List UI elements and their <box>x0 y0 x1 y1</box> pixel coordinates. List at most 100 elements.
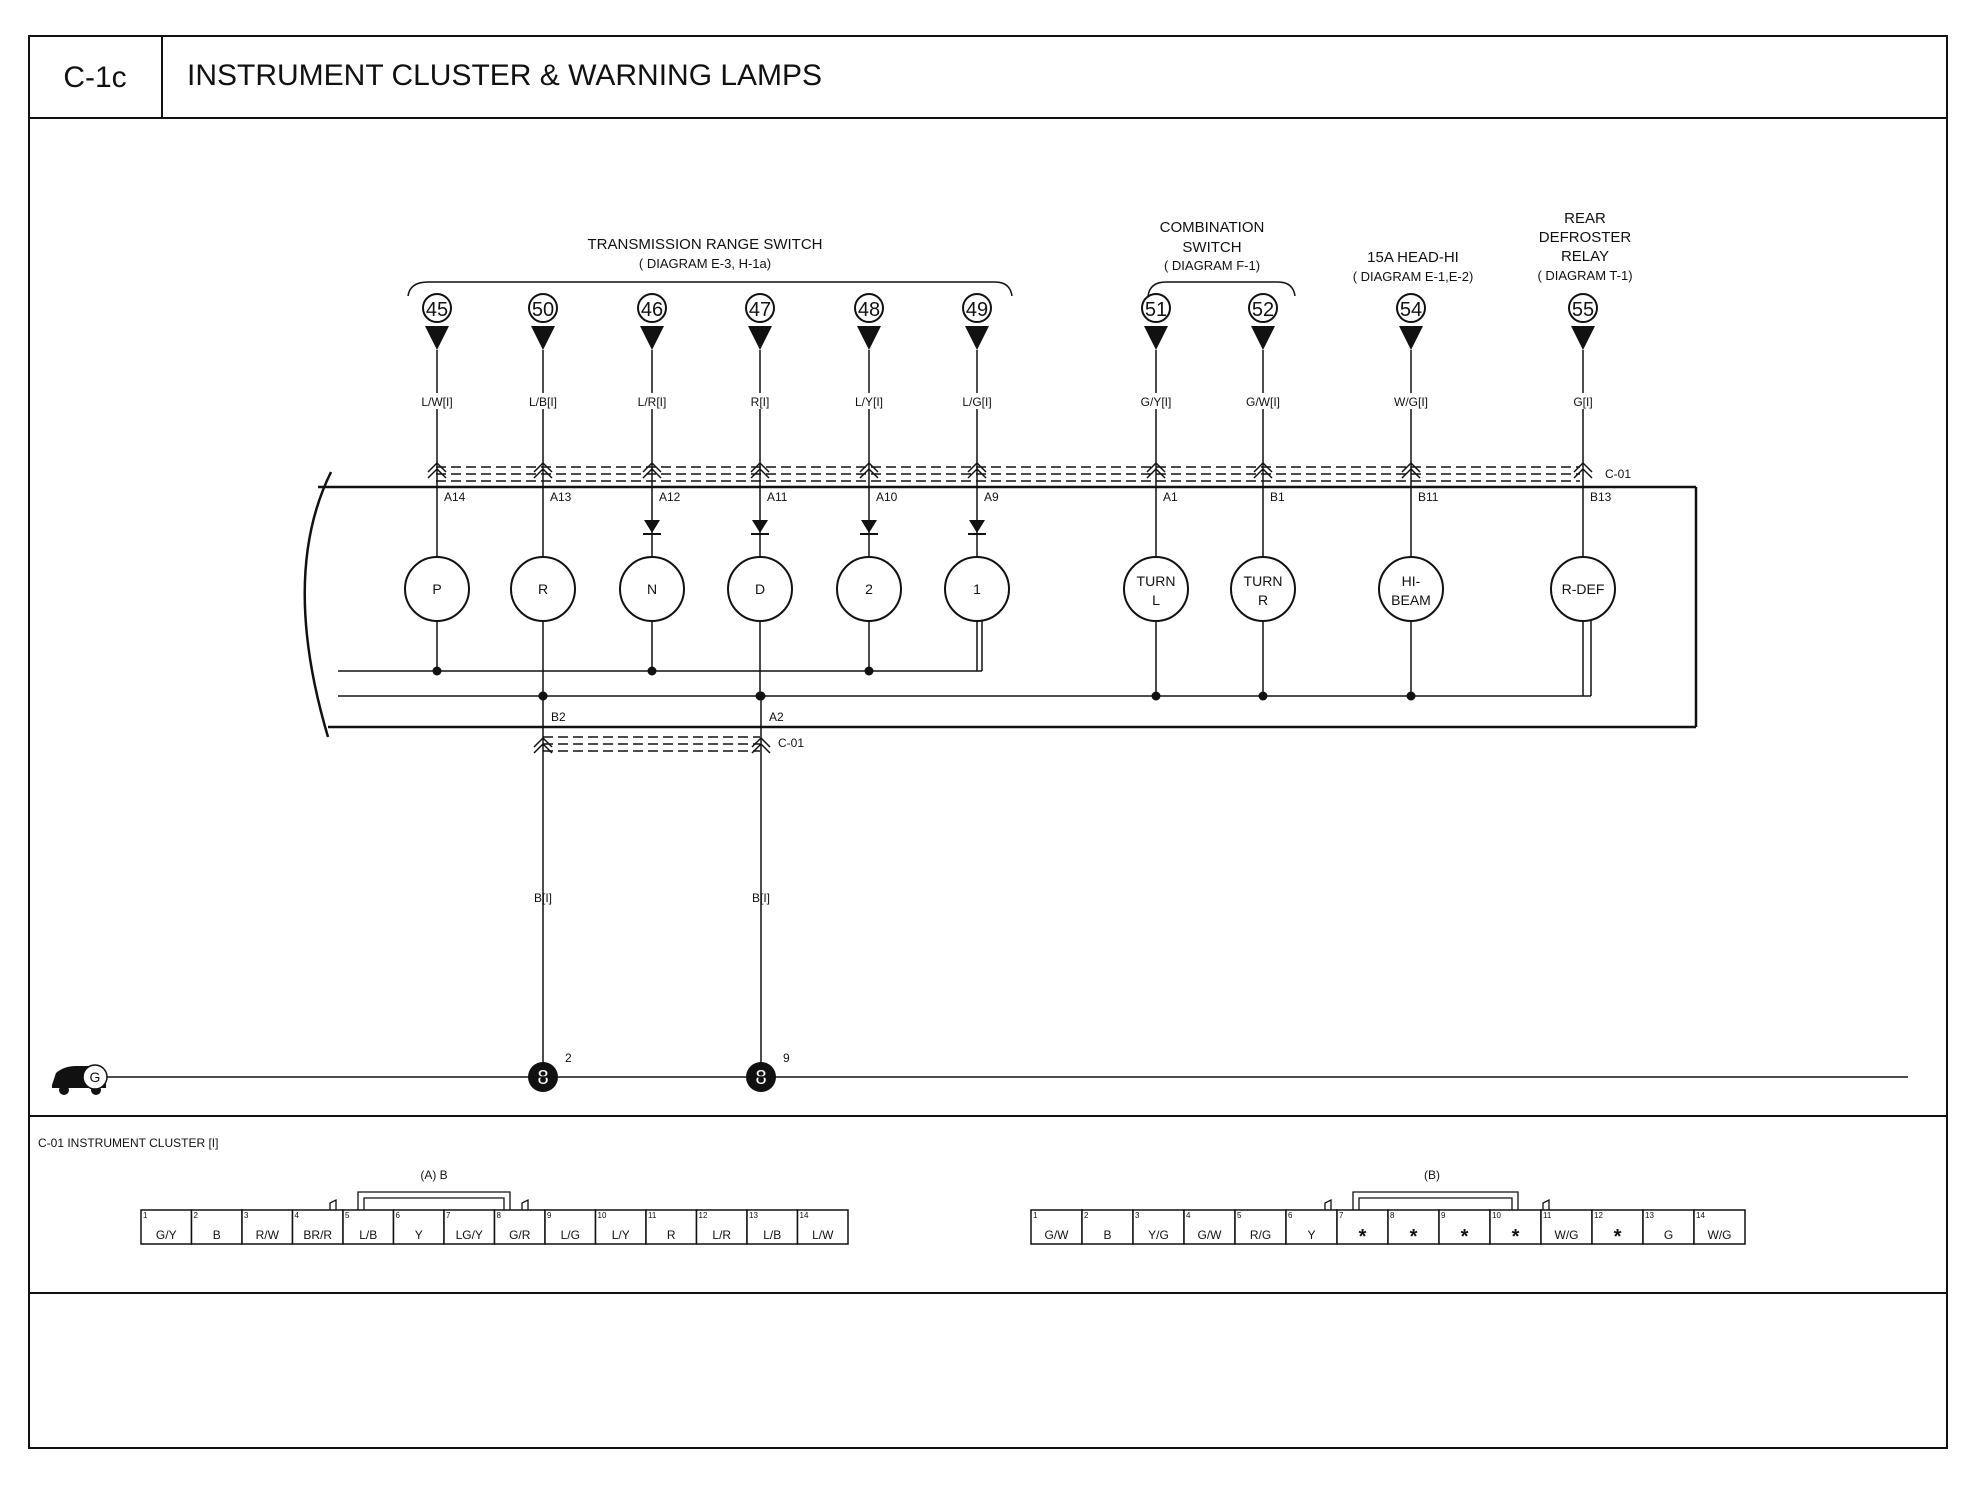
circuit-number-circle <box>1568 293 1598 323</box>
circuit-49: 49L/G[I]A91 <box>944 293 1010 671</box>
combo-title-line2: SWITCH <box>1182 239 1241 256</box>
connector-pin-label: B11 <box>1418 490 1439 504</box>
connector-c01-top-label: C-01 <box>1605 467 1631 481</box>
connector-cell-index: 3 <box>244 1211 249 1220</box>
connector-pin-label: B1 <box>1270 490 1285 504</box>
connector-chevron-icon <box>859 461 879 479</box>
circuit-number: 55 <box>1572 299 1594 321</box>
connector-chevron-icon <box>533 736 553 754</box>
junction-dot <box>647 666 657 676</box>
rear-title-line2: DEFROSTER <box>1539 229 1632 246</box>
rear-diagram-ref: ( DIAGRAM T-1) <box>1537 268 1632 283</box>
signal-arrow-icon <box>425 326 449 350</box>
connector-cell: 6Y <box>1285 1209 1338 1245</box>
connector-cell: 10L/Y <box>594 1209 647 1245</box>
connector-cell-box <box>1438 1209 1491 1245</box>
connector-section-title: C-01 INSTRUMENT CLUSTER [I] <box>38 1136 218 1150</box>
signal-arrow-icon <box>1399 326 1423 350</box>
diode-icon <box>644 520 660 533</box>
connector-cell: 14L/W <box>796 1209 849 1245</box>
junction-dot <box>864 666 874 676</box>
lamp-label: R <box>538 581 548 597</box>
trs-title: TRANSMISSION RANGE SWITCH <box>587 236 822 253</box>
ground-point-index: 2 <box>565 1051 572 1065</box>
headhi-title: 15A HEAD-HI <box>1367 249 1459 266</box>
circuit-number: 45 <box>426 299 448 321</box>
connector-cell-box <box>1693 1209 1746 1245</box>
connector-cell-value: B <box>1103 1228 1111 1242</box>
connector-cell-value: B <box>213 1228 221 1242</box>
connector-a-label: (A) B <box>420 1168 447 1182</box>
connector-cell: 8* <box>1387 1209 1440 1248</box>
wire-color-label: W/G[I] <box>1394 395 1428 409</box>
connector-cell-index: 1 <box>143 1211 148 1220</box>
signal-arrow-icon <box>531 326 555 350</box>
connector-b-face: (B) 1G/W2B3Y/G4G/W5R/G6Y7*8*9*10*11W/G12… <box>1030 1168 1746 1248</box>
connector-cell-box <box>1285 1209 1338 1245</box>
ground-point-index: 9 <box>783 1051 790 1065</box>
connector-cell-index: 4 <box>295 1211 300 1220</box>
ground-pin-label: B2 <box>551 710 566 724</box>
connector-cell-box <box>1030 1209 1083 1245</box>
ground-point-symbol: 8 <box>755 1067 766 1089</box>
connector-chevron-icon <box>1401 461 1421 479</box>
connector-pin-label: A13 <box>550 490 572 504</box>
connector-a-face: (A) B 1G/Y2B3R/W4BR/R5L/B6Y7LG/Y8G/R9L/G… <box>140 1168 849 1245</box>
wire-label-mask <box>1237 393 1289 409</box>
signal-arrow-icon <box>640 326 664 350</box>
wire-color-label: L/W[I] <box>421 395 452 409</box>
connector-cell-value: * <box>1461 1226 1469 1248</box>
wire-label-mask <box>843 393 895 409</box>
wire-label-mask <box>1557 393 1609 409</box>
ground-wire-a2: A2 B[I] 8 9 <box>746 691 790 1092</box>
circuit-number: 46 <box>641 299 663 321</box>
junction-dot <box>538 691 548 701</box>
connector-cell-value: Y <box>415 1228 423 1242</box>
connector-cell-value: G <box>1664 1228 1673 1242</box>
connector-cell-box <box>1591 1209 1644 1245</box>
connector-cell: 6Y <box>392 1209 445 1245</box>
circuit-number-circle <box>854 293 884 323</box>
circuit-number: 51 <box>1145 299 1167 321</box>
connector-cell-index: 10 <box>1492 1211 1501 1220</box>
connector-cell-index: 12 <box>1594 1211 1603 1220</box>
ground-point-symbol: 8 <box>537 1067 548 1089</box>
wire-color-label: L/R[I] <box>638 395 667 409</box>
lamp-label: N <box>647 581 657 597</box>
combo-title-line1: COMBINATION <box>1160 219 1265 236</box>
wire-color-label: L/G[I] <box>962 395 991 409</box>
connector-cell-index: 4 <box>1186 1211 1191 1220</box>
connector-cell-index: 10 <box>598 1211 607 1220</box>
connector-cell: 9L/G <box>544 1209 597 1245</box>
circuit-number-circle <box>1248 293 1278 323</box>
warning-lamp-icon <box>1230 556 1296 622</box>
wire-color-label: G[I] <box>1573 395 1592 409</box>
connector-chevron-icon <box>642 461 662 479</box>
connector-cell: 9* <box>1438 1209 1491 1248</box>
connector-cell-index: 1 <box>1033 1211 1038 1220</box>
connector-cell-value: Y <box>1307 1228 1315 1242</box>
connector-cell-box <box>392 1209 445 1245</box>
connector-chevron-icon <box>1253 461 1273 479</box>
connector-cell-index: 14 <box>1696 1211 1705 1220</box>
connector-cell: 1G/W <box>1030 1209 1083 1245</box>
connector-cell-index: 13 <box>1645 1211 1654 1220</box>
connector-cell-value: * <box>1512 1226 1520 1248</box>
connector-key-outer <box>357 1191 511 1218</box>
lamp-label-line1: TURN <box>1137 573 1176 589</box>
connector-chevron-icon <box>427 461 447 479</box>
connector-cell-value: L/B <box>359 1228 377 1242</box>
junction-dot <box>1151 691 1161 701</box>
connector-cell-box <box>342 1209 395 1245</box>
lamp-label: R-DEF <box>1562 581 1605 597</box>
diagram-code: C-1c <box>63 61 126 94</box>
connector-cell-index: 8 <box>1390 1211 1395 1220</box>
circuit-number: 49 <box>966 299 988 321</box>
connector-cell: 5R/G <box>1234 1209 1287 1245</box>
junction-dot <box>432 666 442 676</box>
warning-lamp-icon <box>1123 556 1189 622</box>
